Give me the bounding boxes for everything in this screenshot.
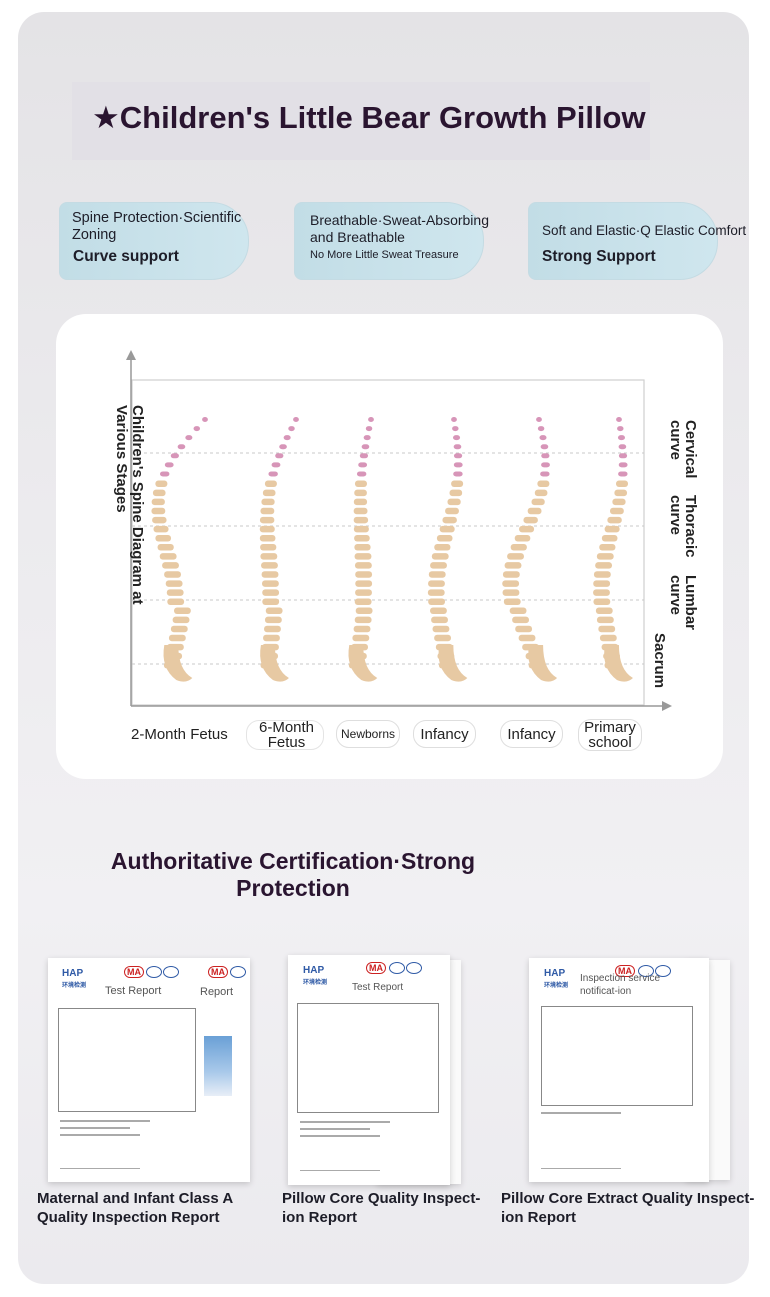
stage-label: Infancy	[413, 720, 476, 748]
report-label: Test Report	[352, 982, 404, 993]
cnas-badge-icon	[406, 962, 422, 974]
hap-logo: HAP	[544, 968, 566, 979]
stage-label: Primary school	[578, 719, 642, 751]
label-cervical: Cervical curve	[667, 420, 699, 479]
text-line	[300, 1170, 380, 1171]
feature-line2: No More Little Sweat Treasure	[310, 249, 459, 261]
hap-logo-subtext: 环境检测	[62, 983, 87, 989]
text-line	[300, 1135, 380, 1137]
feature-pill-breathable: Breathable·Sweat-Absorbing and Breathabl…	[294, 202, 489, 280]
feature-line1: Breathable·Sweat-Absorbing and Breathabl…	[310, 212, 489, 245]
text-line	[541, 1112, 621, 1114]
report-table	[541, 1006, 693, 1106]
text-line	[60, 1120, 150, 1122]
hap-logo-subtext: 环境检测	[303, 980, 328, 986]
certification-title: Authoritative Certification·Strong Prote…	[110, 848, 476, 901]
pillow-photo	[204, 1036, 232, 1096]
chart-axis-title: Children's Spine Diagram at Various Stag…	[113, 405, 146, 605]
feature-line2: Strong Support	[542, 248, 656, 265]
hap-logo: HAP	[303, 965, 325, 976]
report-document-3: HAP 环境检测 MA Inspection service notificat…	[529, 958, 709, 1182]
report-table	[297, 1003, 439, 1113]
text-line	[300, 1121, 390, 1123]
report-table	[58, 1008, 196, 1112]
ma-logo: MA	[615, 965, 635, 977]
text-line	[60, 1168, 140, 1169]
stage-label: Infancy	[500, 720, 563, 748]
cnas-badge-icon	[230, 966, 246, 978]
ma-logo: MA	[208, 966, 228, 978]
title-banner	[72, 82, 650, 160]
feature-pill-spine: Spine Protection·Scientific Zoning Curve…	[59, 202, 249, 280]
feature-line2: Curve support	[73, 248, 179, 265]
ma-logo: MA	[366, 962, 386, 974]
feature-pill-elastic: Soft and Elastic·Q Elastic Comfort Stron…	[528, 202, 746, 280]
stage-label: 6-Month Fetus	[246, 720, 324, 750]
caption-doc-1: Maternal and Infant Class A Quality Insp…	[37, 1190, 233, 1226]
caption-doc-2: Pillow Core Quality Inspect-ion Report	[282, 1190, 481, 1226]
label-lumbar: Lumbar curve	[667, 575, 699, 631]
cnas-badge-icon	[163, 966, 179, 978]
caption-doc-3: Pillow Core Extract Quality Inspect-ion …	[501, 1190, 755, 1226]
text-line	[300, 1128, 370, 1130]
stage-label: 2-Month Fetus	[131, 725, 228, 743]
ilac-badge-icon	[638, 965, 654, 977]
hap-logo: HAP	[62, 968, 84, 979]
feature-line1: Spine Protection·Scientific Zoning	[72, 210, 242, 243]
text-line	[60, 1127, 130, 1129]
text-line	[541, 1168, 621, 1169]
cnas-badge-icon	[655, 965, 671, 977]
ilac-badge-icon	[389, 962, 405, 974]
stage-label: Newborns	[336, 720, 400, 748]
report-label-2: Report	[200, 986, 234, 998]
ma-logo: MA	[124, 966, 144, 978]
report-label: Test Report	[105, 985, 162, 997]
label-sacrum: Sacrum	[651, 633, 668, 689]
text-line	[60, 1134, 140, 1136]
feature-line1: Soft and Elastic·Q Elastic Comfort	[542, 223, 747, 238]
page-title: ★Children's Little Bear Growth Pillow	[92, 100, 646, 135]
hap-logo-subtext: 环境检测	[544, 983, 569, 989]
spine-chart-card	[56, 314, 723, 779]
ilac-badge-icon	[146, 966, 162, 978]
report-document-1: HAP 环境检测 MA MA Test Report Report	[48, 958, 250, 1182]
report-label: Inspection service notificat-ion	[580, 973, 661, 997]
report-document-2: HAP 环境检测 MA Test Report	[288, 955, 450, 1185]
label-thoracic: Thoracic curve	[667, 495, 699, 558]
